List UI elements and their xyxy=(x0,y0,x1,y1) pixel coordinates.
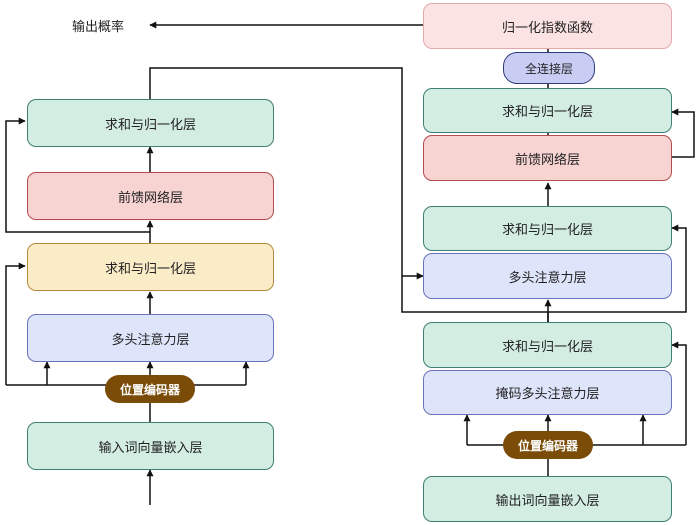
dec-residual-2 xyxy=(548,224,687,313)
decoder-output-embedding: 输出词向量嵌入层 xyxy=(423,476,672,522)
decoder-add-norm-top: 求和与归一化层 xyxy=(423,88,672,133)
dec-residual-1 xyxy=(671,341,687,445)
decoder-softmax: 归一化指数函数 xyxy=(423,3,672,49)
decoder-add-norm-middle: 求和与归一化层 xyxy=(423,206,672,251)
encoder-multi-head-attention: 多头注意力层 xyxy=(27,314,274,362)
enc-to-dec-line xyxy=(149,67,424,280)
decoder-multi-head-attention: 多头注意力层 xyxy=(423,253,672,299)
decoder-fully-connected: 全连接层 xyxy=(503,52,595,84)
encoder-input-embedding: 输入词向量嵌入层 xyxy=(27,422,274,470)
decoder-add-norm-bottom: 求和与归一化层 xyxy=(423,322,672,368)
decoder-masked-attention: 掩码多头注意力层 xyxy=(423,370,672,415)
encoder-feed-forward: 前馈网络层 xyxy=(27,172,274,220)
decoder-positional-encoder: 位置编码器 xyxy=(503,431,593,459)
enc-residual-1 xyxy=(5,262,26,385)
output-probability-label: 输出概率 xyxy=(72,20,125,35)
encoder-add-norm-bottom: 求和与归一化层 xyxy=(27,243,274,291)
encoder-add-norm-top: 求和与归一化层 xyxy=(27,99,274,147)
decoder-feed-forward: 前馈网络层 xyxy=(423,135,672,181)
dec-residual-3 xyxy=(671,108,695,158)
encoder-positional-encoder: 位置编码器 xyxy=(105,375,195,403)
enc-residual-2 xyxy=(5,117,150,233)
